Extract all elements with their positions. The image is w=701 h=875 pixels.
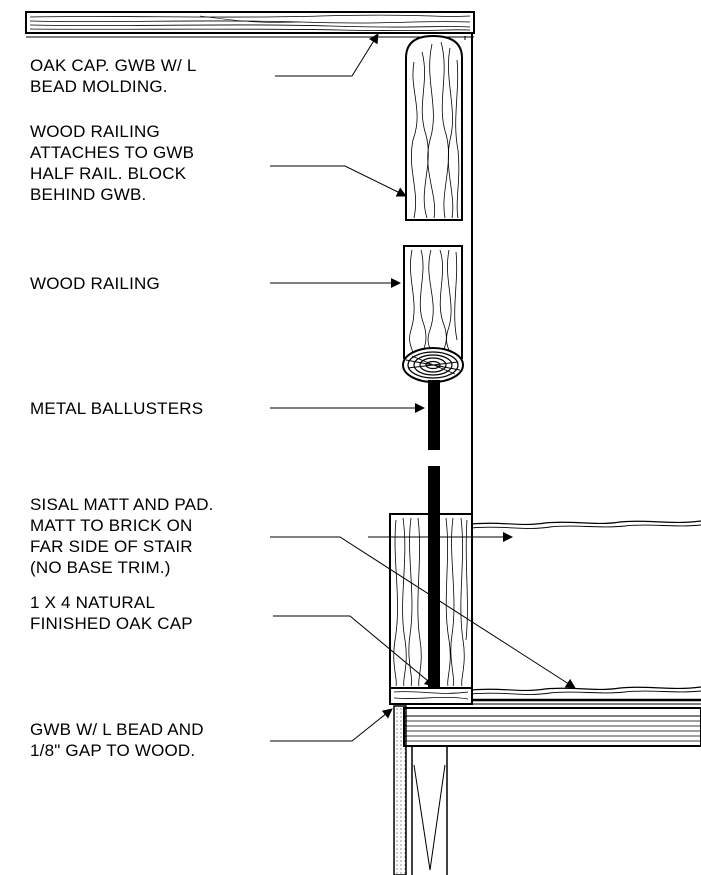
label-line: 1 X 4 NATURAL <box>30 593 156 612</box>
leader-lines <box>270 33 576 742</box>
label-gwb-bead: GWB W/ L BEAD AND 1/8" GAP TO WOOD. <box>30 719 204 761</box>
label-line: METAL BALLUSTERS <box>30 399 204 418</box>
label-line: ATTACHES TO GWB <box>30 143 195 162</box>
label-line: WOOD RAILING <box>30 122 160 141</box>
label-line: GWB W/ L BEAD AND <box>30 720 204 739</box>
label-line: WOOD RAILING <box>30 274 160 293</box>
label-natural-oak-cap: 1 X 4 NATURAL FINISHED OAK CAP <box>30 592 193 634</box>
handrail-knob <box>402 347 464 383</box>
label-wood-railing-attach: WOOD RAILING ATTACHES TO GWB HALF RAIL. … <box>30 121 194 205</box>
label-oak-cap: OAK CAP. GWB W/ L BEAD MOLDING. <box>30 55 197 97</box>
label-metal-ballusters: METAL BALLUSTERS <box>30 398 203 419</box>
label-line: OAK CAP. GWB W/ L <box>30 56 197 75</box>
label-line: BEAD MOLDING. <box>30 77 168 96</box>
label-wood-railing: WOOD RAILING <box>30 273 160 294</box>
upper-half-rail <box>405 34 463 221</box>
label-sisal-matt: SISAL MATT AND PAD. MATT TO BRICK ON FAR… <box>30 494 214 578</box>
label-line: SISAL MATT AND PAD. <box>30 495 214 514</box>
label-line: 1/8" GAP TO WOOD. <box>30 741 196 760</box>
lower-wall <box>393 705 448 875</box>
stair-tread <box>403 698 701 747</box>
sisal-matt <box>471 520 701 695</box>
oak-base-block <box>389 513 473 705</box>
label-line: BEHIND GWB. <box>30 185 147 204</box>
label-line: FINISHED OAK CAP <box>30 614 193 633</box>
label-line: HALF RAIL. BLOCK <box>30 164 187 183</box>
label-line: FAR SIDE OF STAIR <box>30 537 193 556</box>
label-line: (NO BASE TRIM.) <box>30 558 171 577</box>
label-line: MATT TO BRICK ON <box>30 516 193 535</box>
lower-wood-railing <box>403 245 463 359</box>
top-oak-cap <box>25 11 475 38</box>
